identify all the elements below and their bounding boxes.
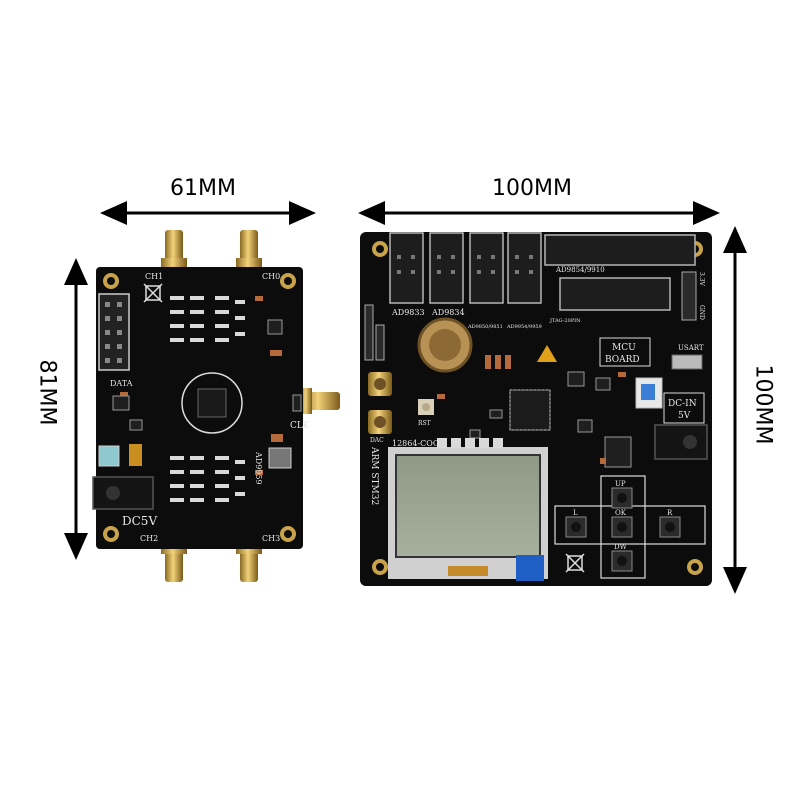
coin-cell-holder xyxy=(417,317,473,373)
lcd-screen xyxy=(395,454,541,558)
label-ch3: CH3 xyxy=(262,534,280,543)
label-ad9850: AD9850/9851 xyxy=(467,324,503,330)
label-ad9833: AD9833 xyxy=(391,308,425,317)
label-board: BOARD xyxy=(605,355,640,365)
label-dc5v: DC5V xyxy=(122,514,157,528)
label-dac: DAC xyxy=(370,437,384,444)
crystal-oscillator xyxy=(268,447,292,469)
sma-connector-dds-out xyxy=(368,372,392,396)
label-r: R xyxy=(667,509,673,517)
label-3v3: 3.3V xyxy=(698,272,705,287)
dds-board: CH1 CH0 CH2 CH3 DATA CLK DC5V AD9959 xyxy=(92,230,340,582)
navigation-buttons xyxy=(565,487,681,572)
sma-connector-ch1 xyxy=(161,230,187,270)
sma-connector-ch0 xyxy=(236,230,262,270)
label-rst: RST xyxy=(418,420,431,427)
label-l: L xyxy=(573,509,578,517)
left-width-label: 61MM xyxy=(170,176,236,201)
weee-icon-right xyxy=(565,553,585,573)
label-ch2: CH2 xyxy=(140,534,158,543)
label-ad9954: AD9954/9959 xyxy=(506,324,542,330)
usb-port xyxy=(671,354,703,370)
label-chip: AD9959 xyxy=(254,451,263,485)
power-connector-small xyxy=(98,445,120,467)
weee-icon xyxy=(143,283,163,303)
right-width-label: 100MM xyxy=(492,176,572,201)
blue-connector xyxy=(516,555,544,581)
label-mcu: MCU xyxy=(612,343,636,353)
dc-in-label-box xyxy=(663,392,705,424)
label-up: UP xyxy=(615,480,626,488)
mcu-board-label-box xyxy=(599,337,651,367)
sma-connector-dac xyxy=(368,410,392,434)
label-ch0: CH0 xyxy=(262,272,280,281)
dds-chip-outline xyxy=(181,372,243,434)
right-height-label: 100MM xyxy=(750,364,776,445)
label-5v: 5V xyxy=(678,411,691,421)
sma-connector-clk xyxy=(300,388,340,414)
label-lcd: 12864-COG xyxy=(392,439,439,448)
power-pin-header xyxy=(681,271,697,321)
module-headers xyxy=(389,232,542,304)
label-clk: CLK xyxy=(290,421,310,431)
stm32-chip xyxy=(509,389,551,431)
dds-chip xyxy=(197,388,227,418)
data-header xyxy=(98,293,130,371)
dc-jack-right xyxy=(654,424,708,460)
label-ch1: CH1 xyxy=(145,272,163,281)
jtag-header xyxy=(559,277,671,311)
label-dw: DW xyxy=(614,543,628,551)
mcu-board: AD9833 AD9834 AD9850/9851 AD9954/9959 AD… xyxy=(360,232,712,586)
label-ad9854-header: AD9854/9910 xyxy=(555,266,605,274)
esd-warning-icon xyxy=(537,345,557,362)
label-usart: USART xyxy=(678,344,704,352)
dimension-arrows xyxy=(64,201,747,594)
label-ad9834: AD9834 xyxy=(431,308,465,317)
label-jtag: JTAG-20PIN xyxy=(549,318,581,324)
label-arm: ARM STM32 xyxy=(369,446,379,505)
left-height-label: 81MM xyxy=(34,359,60,426)
dc-jack-left xyxy=(92,476,154,510)
ad9854-header xyxy=(544,234,696,266)
label-data: DATA xyxy=(110,379,133,388)
label-ok: OK xyxy=(615,509,627,517)
tantalum-capacitor xyxy=(129,444,142,466)
label-gnd: GND xyxy=(698,305,705,320)
label-dcin: DC-IN xyxy=(668,399,697,409)
